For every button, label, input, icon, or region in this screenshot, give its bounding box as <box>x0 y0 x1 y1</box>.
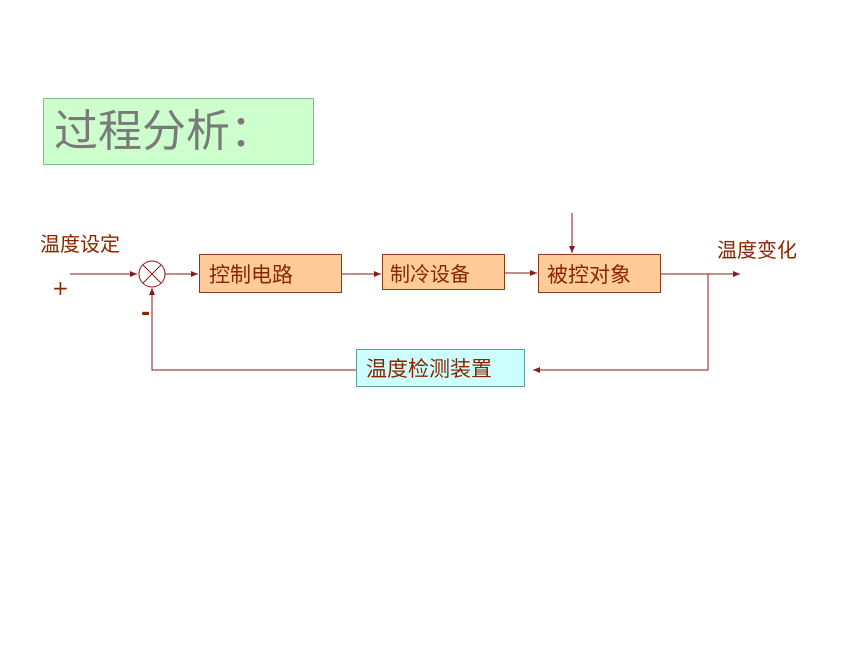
controller-block: 控制电路 <box>199 254 342 293</box>
sensor-block: 温度检测装置 <box>356 349 525 387</box>
controller-block-label: 控制电路 <box>209 262 293 287</box>
refrigeration-block-label: 制冷设备 <box>390 261 470 286</box>
sensor-block-label: 温度检测装置 <box>366 357 492 381</box>
plant-block: 被控对象 <box>538 254 661 293</box>
output-label: 温度变化 <box>717 238 797 262</box>
page-title: 过程分析： <box>43 98 314 165</box>
refrigeration-block: 制冷设备 <box>382 254 505 290</box>
plant-block-label: 被控对象 <box>547 262 631 287</box>
minus-sign: - <box>141 301 151 326</box>
plus-sign: + <box>52 276 69 300</box>
summing-junction-cross-b <box>142 264 162 284</box>
feedback-line-return <box>149 288 356 371</box>
feedback-line-down <box>533 274 709 373</box>
input-label: 温度设定 <box>40 232 120 256</box>
